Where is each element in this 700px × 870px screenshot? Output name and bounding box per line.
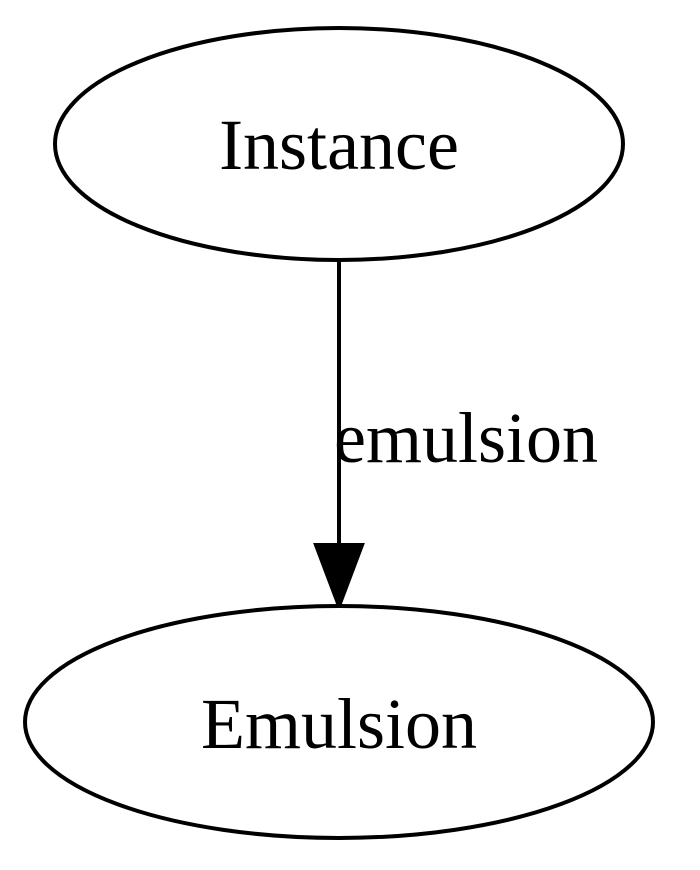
node-instance-label: Instance: [219, 105, 459, 185]
edge-label: emulsion: [334, 398, 598, 478]
node-instance-shape: [53, 26, 625, 262]
node-emulsion-shape: [23, 604, 655, 840]
node-emulsion-label: Emulsion: [201, 684, 477, 764]
node-emulsion: Emulsion: [23, 604, 655, 840]
node-instance: Instance: [53, 26, 625, 262]
edge-arrowhead: [313, 543, 365, 612]
edge-instance-to-emulsion: emulsion: [313, 262, 598, 612]
